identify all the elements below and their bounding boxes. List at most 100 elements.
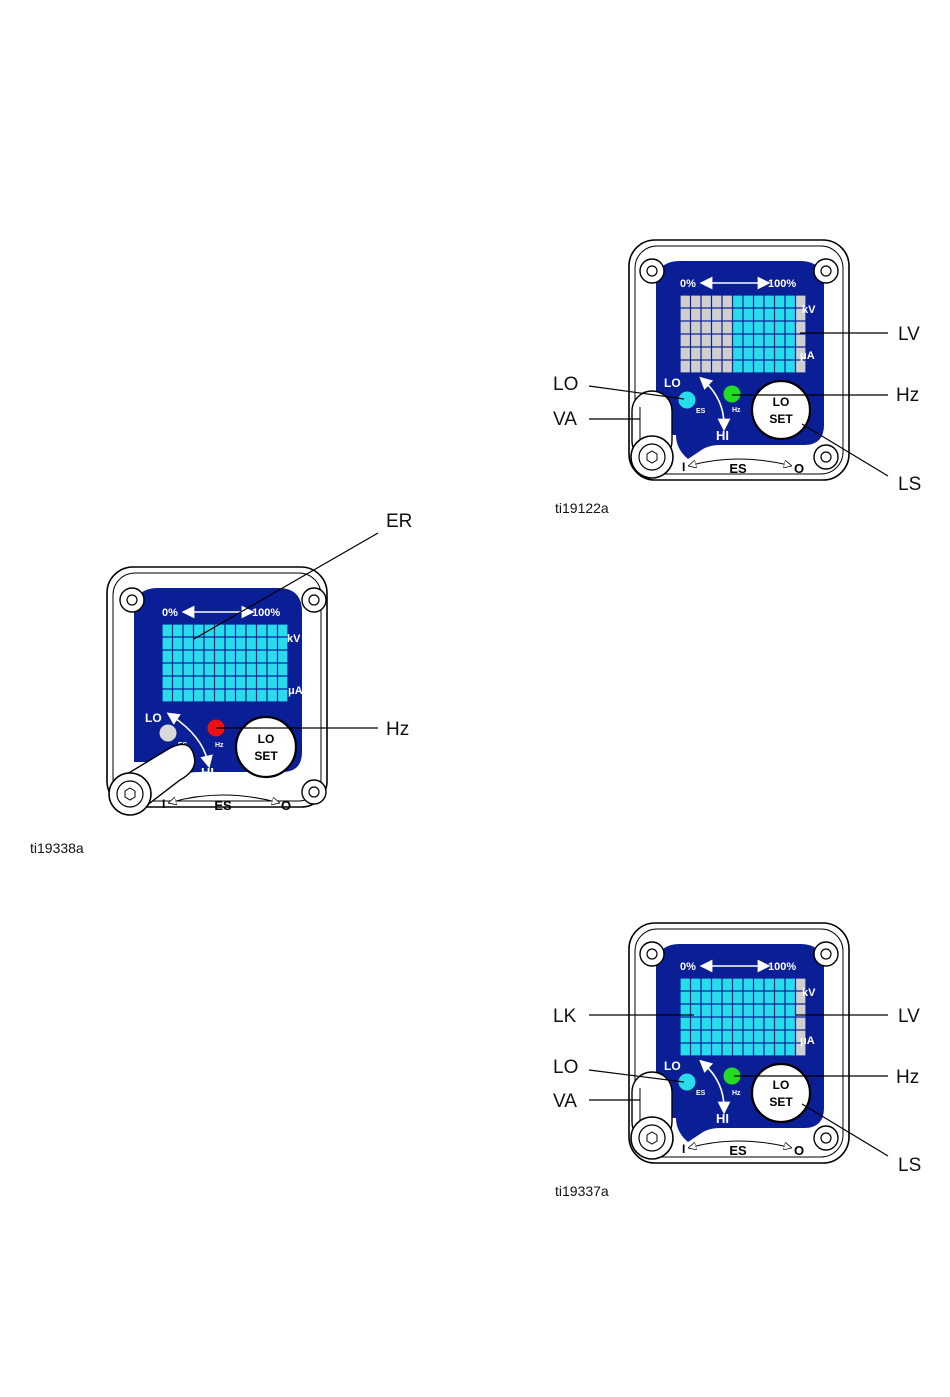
led-cell [786, 296, 795, 308]
callout-hz: Hz [896, 1067, 919, 1088]
led-cell [723, 348, 732, 360]
led-cell [754, 322, 763, 334]
led-cell [215, 651, 224, 663]
lo-label: LO [664, 1059, 681, 1073]
screw-icon [302, 780, 326, 804]
led-cell [754, 1018, 763, 1030]
scale-right-label: 100% [768, 278, 796, 290]
led-cell [205, 690, 214, 702]
button-line2: SET [769, 412, 793, 426]
hi-label: HI [716, 428, 729, 443]
screw-icon [814, 942, 838, 966]
led-cell [712, 348, 721, 360]
led-cell [775, 309, 784, 321]
switch-off-label: O [794, 461, 804, 476]
bargraph-grid [680, 295, 806, 373]
led-cell [765, 1031, 774, 1043]
led-cell [744, 335, 753, 347]
led-cell [691, 322, 700, 334]
led-cell [723, 1018, 732, 1030]
led-cell [765, 309, 774, 321]
led-cell [765, 1044, 774, 1056]
led-cell [775, 1005, 784, 1017]
led-cell [733, 992, 742, 1004]
led-cell [173, 638, 182, 650]
led-cell [226, 651, 235, 663]
led-cell [268, 690, 277, 702]
led-cell [236, 677, 245, 689]
led-cell [257, 651, 266, 663]
led-cell [712, 361, 721, 373]
led-cell [205, 638, 214, 650]
button-line1: LO [773, 395, 790, 409]
es-switch-lever[interactable] [631, 1072, 673, 1159]
led-cell [681, 296, 690, 308]
switch-on-label: I [682, 460, 685, 474]
led-cell [247, 651, 256, 663]
led-cell [257, 677, 266, 689]
led-cell [215, 638, 224, 650]
led-cell [786, 335, 795, 347]
lo-set-button[interactable]: LO SET [752, 381, 810, 439]
led-cell [712, 309, 721, 321]
led-cell [723, 1005, 732, 1017]
led-cell [226, 677, 235, 689]
switch-off-label: O [281, 798, 291, 813]
led-cell [786, 992, 795, 1004]
led-cell [268, 664, 277, 676]
led-cell [744, 992, 753, 1004]
led-cell [723, 309, 732, 321]
led-cell [744, 322, 753, 334]
bargraph-grid [680, 978, 806, 1056]
led-cell [236, 664, 245, 676]
led-cell [775, 1044, 784, 1056]
kv-label: kV [802, 987, 816, 999]
led-cell [184, 690, 193, 702]
ua-label: μA [800, 1035, 815, 1047]
led-cell [723, 335, 732, 347]
figure-ti19122a: 0% 100% kV μA LO HI ES Hz LO SET [553, 240, 921, 516]
switch-es-label: ES [729, 1143, 747, 1158]
lo-set-button[interactable]: LO SET [752, 1064, 810, 1122]
es-small-label: ES [696, 1090, 706, 1097]
es-small-label: ES [696, 408, 706, 415]
lo-label: LO [664, 376, 681, 390]
led-cell [733, 361, 742, 373]
led-cell [744, 1005, 753, 1017]
led-cell [796, 361, 805, 373]
led-cell [691, 1018, 700, 1030]
led-cell [733, 296, 742, 308]
led-cell [744, 1018, 753, 1030]
figure-ti19338a: 0% 100% kV μA LO HI ES Hz LO SET [30, 511, 412, 856]
led-cell [775, 335, 784, 347]
callout-lk: LK [553, 1006, 577, 1027]
led-cell [775, 296, 784, 308]
led-cell [247, 664, 256, 676]
lo-label: LO [145, 711, 162, 725]
led-cell [194, 664, 203, 676]
led-cell [163, 690, 172, 702]
screw-icon [120, 588, 144, 612]
callout-va: VA [553, 409, 577, 430]
scale-right-label: 100% [252, 607, 280, 619]
led-cell [754, 296, 763, 308]
switch-es-label: ES [729, 461, 747, 476]
led-cell [215, 677, 224, 689]
led-cell [278, 638, 287, 650]
led-cell [268, 677, 277, 689]
led-cell [268, 625, 277, 637]
lo-set-button[interactable]: LO SET [236, 717, 296, 777]
led-cell [733, 1044, 742, 1056]
led-cell [733, 1018, 742, 1030]
switch-on-label: I [162, 797, 165, 811]
led-cell [723, 1031, 732, 1043]
led-cell [268, 638, 277, 650]
es-switch-lever[interactable] [631, 391, 673, 478]
led-cell [754, 979, 763, 991]
led-cell [163, 638, 172, 650]
control-panel: 0% 100% kV μA LO HI ES Hz LO SET [107, 567, 327, 815]
led-cell [754, 1031, 763, 1043]
led-cell [744, 309, 753, 321]
led-cell [184, 625, 193, 637]
hz-small-label: Hz [732, 407, 741, 414]
